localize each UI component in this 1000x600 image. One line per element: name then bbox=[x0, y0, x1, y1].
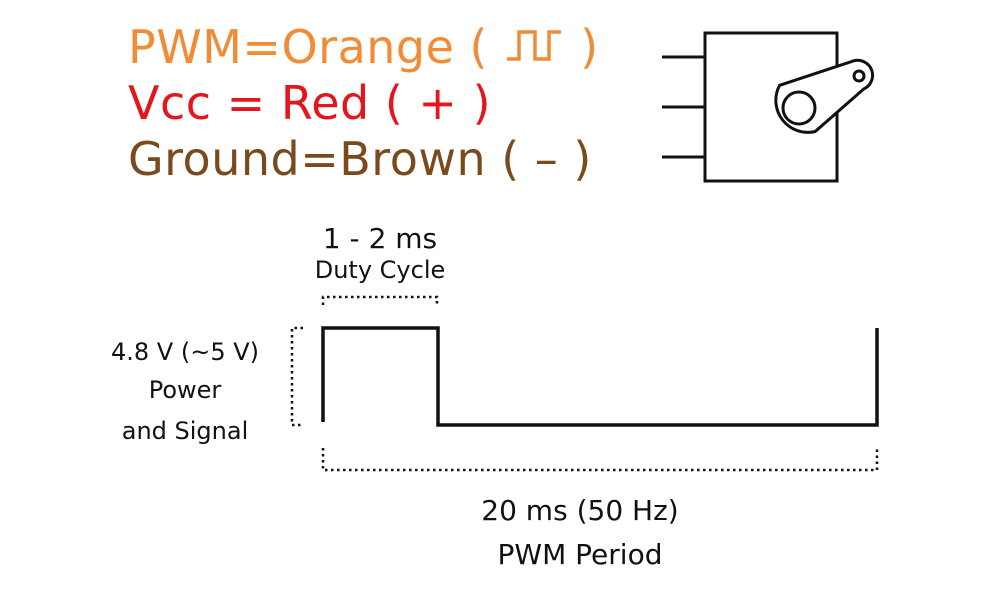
ground-wire-label: Ground=Brown ( – ) bbox=[128, 132, 592, 186]
duty-cycle-label: Duty Cycle bbox=[314, 256, 446, 284]
duty-cycle-bracket bbox=[321, 295, 439, 305]
pwm-wire-label: PWM=Orange ( ) bbox=[128, 24, 599, 70]
vcc-wire-label: Vcc = Red ( + ) bbox=[128, 76, 492, 130]
pwm-wire-close: ) bbox=[580, 20, 599, 74]
voltage-bracket bbox=[290, 326, 303, 427]
square-wave-icon bbox=[507, 30, 562, 61]
voltage-value: 4.8 V (~5 V) bbox=[111, 338, 259, 366]
voltage-label-line2: and Signal bbox=[121, 417, 249, 445]
pwm-period-label: PWM Period bbox=[497, 538, 663, 571]
pwm-signal-line bbox=[321, 326, 879, 427]
servo-horn-hole bbox=[852, 69, 866, 83]
period-bracket bbox=[321, 448, 879, 472]
pwm-wire-text: PWM=Orange ( bbox=[128, 20, 488, 74]
duty-cycle-value: 1 - 2 ms bbox=[322, 222, 438, 255]
servo-hub bbox=[781, 90, 817, 126]
voltage-label-line1: Power bbox=[148, 376, 222, 404]
servo-motor-icon bbox=[662, 31, 875, 183]
pwm-waveform bbox=[321, 326, 879, 427]
pwm-period-value: 20 ms (50 Hz) bbox=[481, 494, 679, 527]
